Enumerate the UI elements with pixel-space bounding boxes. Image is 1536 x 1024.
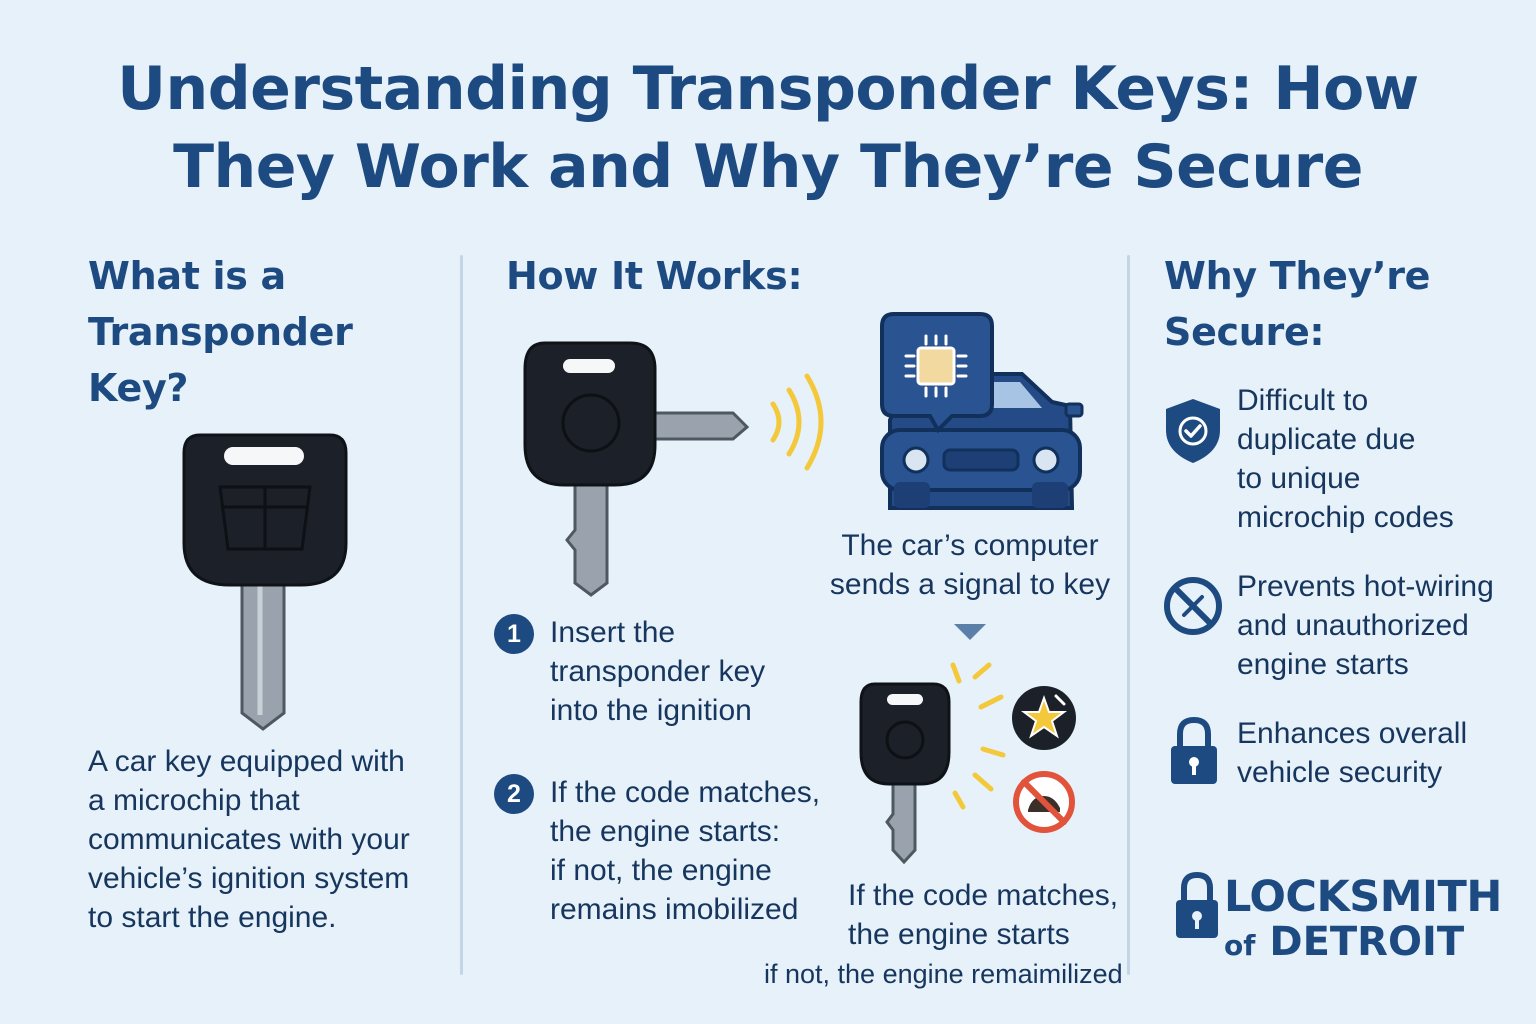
result-note: if not, the engine remaimilized [764, 959, 1123, 989]
padlock-icon [1171, 716, 1217, 784]
step-1-text: Insert the transponder key into the igni… [550, 616, 766, 727]
down-arrow-icon [954, 624, 986, 640]
logo-padlock-icon [1176, 871, 1218, 938]
key-in-ignition-icon [523, 341, 750, 597]
page-title: Understanding Transponder Keys: How They… [0, 50, 1536, 206]
why-heading: Why They’re Secure: [1164, 254, 1431, 354]
what-description: A car key equipped with a microchip that… [88, 745, 410, 934]
transponder-key-icon [182, 433, 348, 731]
signal-waves-icon [770, 373, 824, 471]
step-1-number: 1 [494, 614, 534, 654]
no-wiring-icon [1164, 577, 1222, 635]
computer-signal-caption: The car’s computer sends a signal to key [829, 529, 1111, 601]
signal-burst-icon [950, 662, 1006, 810]
why-item-1-text: Difficult to duplicate due to unique mic… [1237, 384, 1454, 534]
column-divider-left [460, 255, 463, 975]
shield-check-icon [1166, 399, 1220, 463]
step-2-text: If the code matches, the engine starts: … [550, 776, 821, 926]
title-line-1: Understanding Transponder Keys: How [117, 54, 1419, 124]
small-key-icon [859, 682, 951, 865]
locksmith-logo: LOCKSMITH of DETROIT [1224, 872, 1502, 965]
engine-start-icon [1012, 686, 1076, 750]
why-item-3-text: Enhances overall vehicle security [1237, 717, 1468, 789]
title-line-2: They Work and Why They’re Secure [173, 132, 1363, 202]
result-caption: If the code matches, the engine starts [848, 879, 1119, 951]
engine-blocked-icon [1013, 771, 1075, 833]
car-computer-icon [880, 312, 1084, 510]
step-2-number: 2 [494, 774, 534, 814]
what-heading: What is a Transponder Key? [88, 254, 353, 410]
column-divider-right [1127, 255, 1130, 975]
why-item-2-text: Prevents hot-wiring and unauthorized eng… [1237, 570, 1494, 681]
how-heading: How It Works: [506, 254, 803, 298]
